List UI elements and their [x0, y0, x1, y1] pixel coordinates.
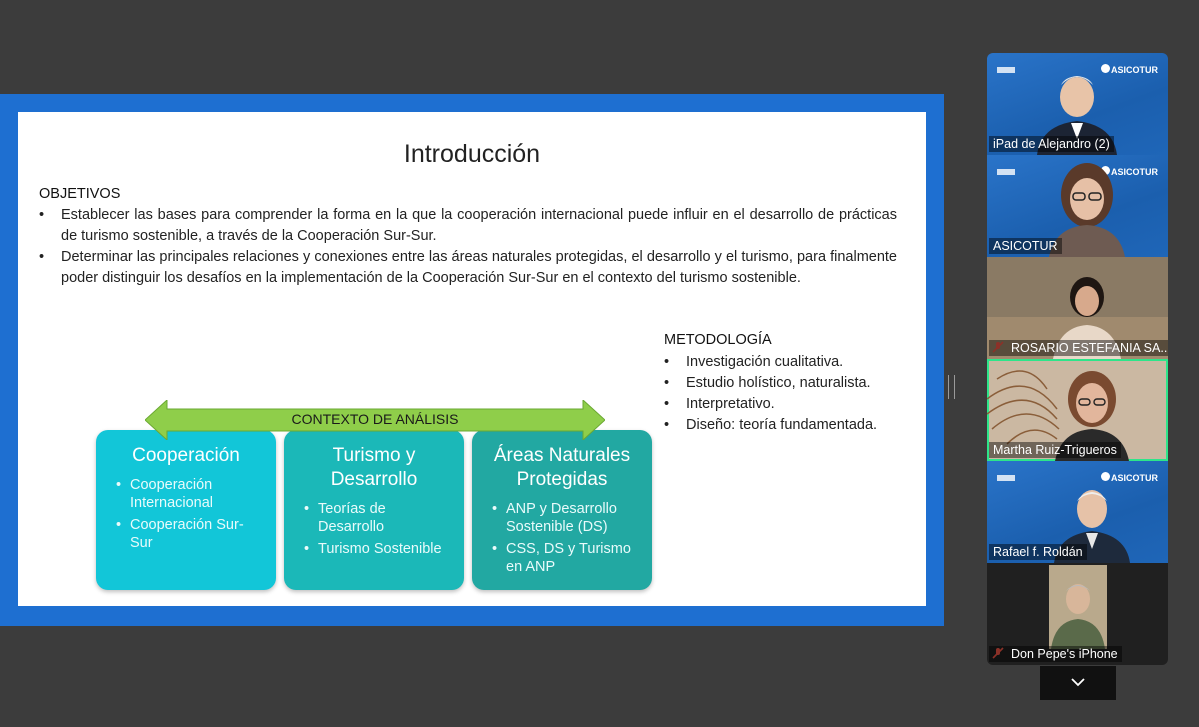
- participant-video: [1053, 277, 1121, 359]
- asicotur-logo: ASICOTUR: [1111, 65, 1158, 75]
- box-title: Turismo y Desarrollo: [330, 445, 418, 490]
- context-label: CONTEXTO DE ANÁLISIS: [291, 411, 459, 427]
- box-item: Teorías de Desarrollo: [304, 500, 454, 536]
- objetivo-item: Establecer las bases para comprender la …: [39, 205, 897, 247]
- box-list: Teorías de Desarrollo Turismo Sostenible: [284, 500, 464, 558]
- presentation-slide: Introducción OBJETIVOS Establecer las ba…: [18, 112, 926, 606]
- participant-name: Rafael f. Roldán: [989, 544, 1087, 560]
- participant-video: [1037, 76, 1117, 155]
- participant-tile[interactable]: ROSARIO ESTEFANIA SA...: [987, 257, 1168, 359]
- box-cooperacion: Cooperación Cooperación Internacional Co…: [96, 430, 276, 590]
- participant-tile-active-speaker[interactable]: Martha Ruiz-Trigueros: [987, 359, 1168, 461]
- participant-name: ASICOTUR: [989, 238, 1062, 254]
- participant-tile[interactable]: ASICOTUR iPad de Alejandro (2): [987, 53, 1168, 155]
- participant-video: [1049, 565, 1107, 649]
- box-item: Cooperación Sur-Sur: [116, 516, 266, 552]
- box-item: ANP y Desarrollo Sostenible (DS): [492, 500, 642, 536]
- objetivos-list: Establecer las bases para comprender la …: [39, 205, 897, 289]
- box-item: CSS, DS y Turismo en ANP: [492, 540, 642, 576]
- box-title: Áreas Naturales Protegidas: [493, 445, 631, 490]
- participant-video: [1049, 163, 1125, 257]
- participant-video: [1054, 490, 1130, 563]
- org-logo-icon: [997, 67, 1015, 73]
- globe-icon: [1101, 166, 1110, 175]
- metodologia-heading: METODOLOGÍA: [664, 332, 772, 348]
- chevron-down-icon: [1071, 678, 1085, 687]
- participant-name: ROSARIO ESTEFANIA SA...: [989, 340, 1168, 356]
- panel-resize-handle[interactable]: [948, 375, 955, 399]
- participant-name: iPad de Alejandro (2): [989, 136, 1114, 152]
- box-list: Cooperación Internacional Cooperación Su…: [96, 476, 276, 552]
- mic-off-icon: [992, 647, 1004, 659]
- box-item: Turismo Sostenible: [304, 540, 454, 558]
- participant-video: [1055, 371, 1129, 461]
- participant-tile[interactable]: Don Pepe's iPhone: [987, 563, 1168, 665]
- slide-title: Introducción: [403, 140, 541, 168]
- mic-off-icon: [992, 341, 1004, 353]
- objetivo-item: Determinar las principales relaciones y …: [39, 247, 897, 289]
- box-item: Cooperación Internacional: [116, 476, 266, 512]
- scroll-down-button[interactable]: [1040, 666, 1116, 700]
- participant-tile[interactable]: ASICOTUR Rafael f. Roldán: [987, 461, 1168, 563]
- org-logo-icon: [997, 169, 1015, 175]
- metodologia-item: Estudio holístico, naturalista.: [664, 373, 877, 394]
- box-turismo-desarrollo: Turismo y Desarrollo Teorías de Desarrol…: [284, 430, 464, 590]
- globe-icon: [1101, 64, 1110, 73]
- context-arrow: CONTEXTO DE ANÁLISIS: [145, 400, 605, 440]
- double-arrow-icon: [145, 400, 605, 440]
- metodologia-item: Diseño: teoría fundamentada.: [664, 415, 877, 436]
- shared-screen: Introducción OBJETIVOS Establecer las ba…: [0, 94, 944, 626]
- asicotur-logo: ASICOTUR: [1111, 167, 1158, 177]
- asicotur-logo: ASICOTUR: [1111, 473, 1158, 483]
- globe-icon: [1101, 472, 1110, 481]
- objetivos-heading: OBJETIVOS: [39, 186, 121, 202]
- metodologia-item: Interpretativo.: [664, 394, 877, 415]
- box-title: Cooperación: [132, 445, 240, 466]
- box-list: ANP y Desarrollo Sostenible (DS) CSS, DS…: [472, 500, 652, 576]
- metodologia-item: Investigación cualitativa.: [664, 352, 877, 373]
- org-logo-icon: [997, 475, 1015, 481]
- background-lamp: [987, 370, 1060, 445]
- metodologia-list: Investigación cualitativa. Estudio holís…: [664, 352, 877, 436]
- participant-tile[interactable]: ASICOTUR ASICOTUR: [987, 155, 1168, 257]
- participant-name: Don Pepe's iPhone: [989, 646, 1122, 662]
- box-areas-naturales: Áreas Naturales Protegidas ANP y Desarro…: [472, 430, 652, 590]
- participant-name: Martha Ruiz-Trigueros: [989, 442, 1121, 458]
